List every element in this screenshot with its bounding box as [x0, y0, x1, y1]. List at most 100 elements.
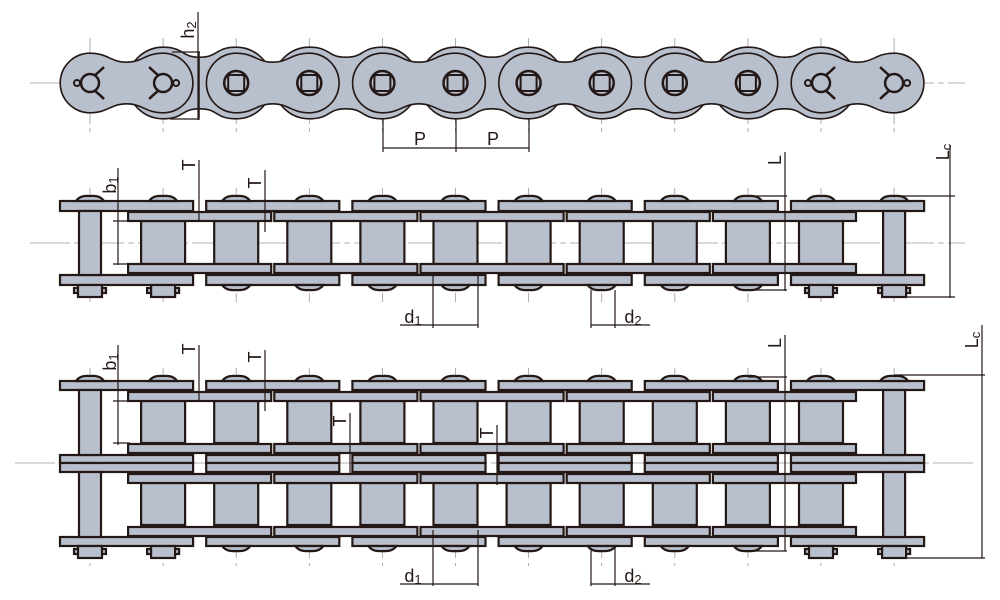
pin-head: [147, 374, 180, 383]
inner-plate: [273, 472, 419, 485]
outer-plate: [58, 199, 195, 213]
pin-head: [658, 374, 691, 383]
pin-head: [585, 283, 618, 292]
roller: [505, 219, 552, 266]
inner-plate: [419, 472, 565, 485]
pin-square: [373, 74, 392, 92]
pin-head: [293, 374, 326, 383]
dimension-label: T: [179, 160, 199, 171]
dimension-lines: [113, 12, 985, 586]
pin-head: [731, 283, 764, 292]
label-subscript: 2: [634, 313, 641, 328]
middle-plate: [643, 461, 779, 474]
roller: [432, 219, 479, 266]
clip-eye: [804, 79, 812, 87]
pin-head: [220, 194, 253, 203]
roller: [724, 481, 772, 527]
outer-link-plate: [207, 54, 339, 112]
label-main: P: [487, 129, 499, 149]
label-main: b: [100, 361, 120, 371]
label-main: h: [178, 29, 198, 39]
middle-plate: [789, 453, 926, 465]
inner-plate: [565, 262, 711, 275]
dimension-label: b1: [100, 176, 121, 193]
clip-arm: [148, 66, 160, 100]
pin-head: [731, 544, 764, 553]
label-main: P: [414, 129, 426, 149]
roller: [797, 219, 845, 266]
label-main: d: [624, 566, 634, 586]
inner-plate: [273, 210, 419, 223]
pin-square: [300, 74, 319, 92]
roller: [359, 219, 406, 266]
end-pin: [881, 388, 907, 457]
pin-stub: [807, 544, 835, 560]
inner-plate: [127, 262, 273, 275]
middle-plate: [58, 461, 195, 474]
outer-plate: [205, 199, 341, 213]
middle-plate: [351, 453, 487, 465]
pin-end: [79, 72, 101, 94]
dimension-label: b1: [100, 353, 121, 370]
pin-head: [585, 544, 618, 553]
end-pin: [77, 209, 103, 277]
dimension-label: T: [477, 428, 497, 439]
label-main: T: [330, 416, 350, 427]
label-subscript: 1: [414, 313, 421, 328]
roller: [578, 481, 625, 527]
cotter-clip-icon: [73, 66, 105, 100]
roller: [724, 219, 772, 266]
inner-plate: [273, 442, 419, 455]
roller: [432, 399, 479, 445]
label-subscript: 1: [414, 572, 421, 587]
label-subscript: 2: [634, 572, 641, 587]
outer-plate: [789, 535, 926, 548]
pin-head: [366, 544, 399, 553]
end-pin: [881, 470, 907, 539]
outer-link-plate: [645, 54, 777, 112]
inner-plate: [565, 210, 711, 223]
roller: [286, 399, 333, 445]
pin-head: [147, 194, 180, 203]
inner-plate: [127, 472, 273, 485]
label-main: T: [245, 178, 265, 189]
outer-plate: [497, 273, 633, 287]
pin-end: [152, 72, 174, 94]
pin-head: [512, 194, 545, 203]
pin-head: [585, 194, 618, 203]
roller: [359, 481, 406, 527]
roller: [505, 399, 552, 445]
inner-plate: [565, 442, 711, 455]
single-strand-view: [58, 194, 926, 299]
dimension-label: Lc: [962, 331, 983, 348]
dimension-label: T: [245, 178, 265, 189]
inner-plate: [419, 525, 565, 538]
pin-head: [658, 544, 691, 553]
clip-arm: [824, 66, 836, 100]
pin-stub: [880, 283, 908, 299]
label-main: L: [962, 338, 982, 348]
pin-head: [878, 374, 911, 383]
outer-plate: [351, 535, 487, 548]
inner-plate: [273, 390, 419, 403]
label-main: b: [100, 184, 120, 194]
dimension-label: d1: [404, 566, 421, 587]
outer-plate: [643, 379, 779, 392]
inner-plate: [127, 210, 273, 223]
pin-head: [293, 194, 326, 203]
pin-head: [220, 374, 253, 383]
inner-plate: [419, 210, 565, 223]
middle-plate: [497, 453, 633, 465]
pin-head: [366, 194, 399, 203]
roller: [140, 399, 187, 445]
outer-plate: [205, 273, 341, 287]
clip-arm: [93, 66, 105, 100]
inner-plate: [419, 390, 565, 403]
end-pin: [77, 470, 103, 539]
pin-head: [512, 544, 545, 553]
roller: [213, 399, 260, 445]
roller: [797, 399, 845, 445]
roller: [359, 399, 406, 445]
